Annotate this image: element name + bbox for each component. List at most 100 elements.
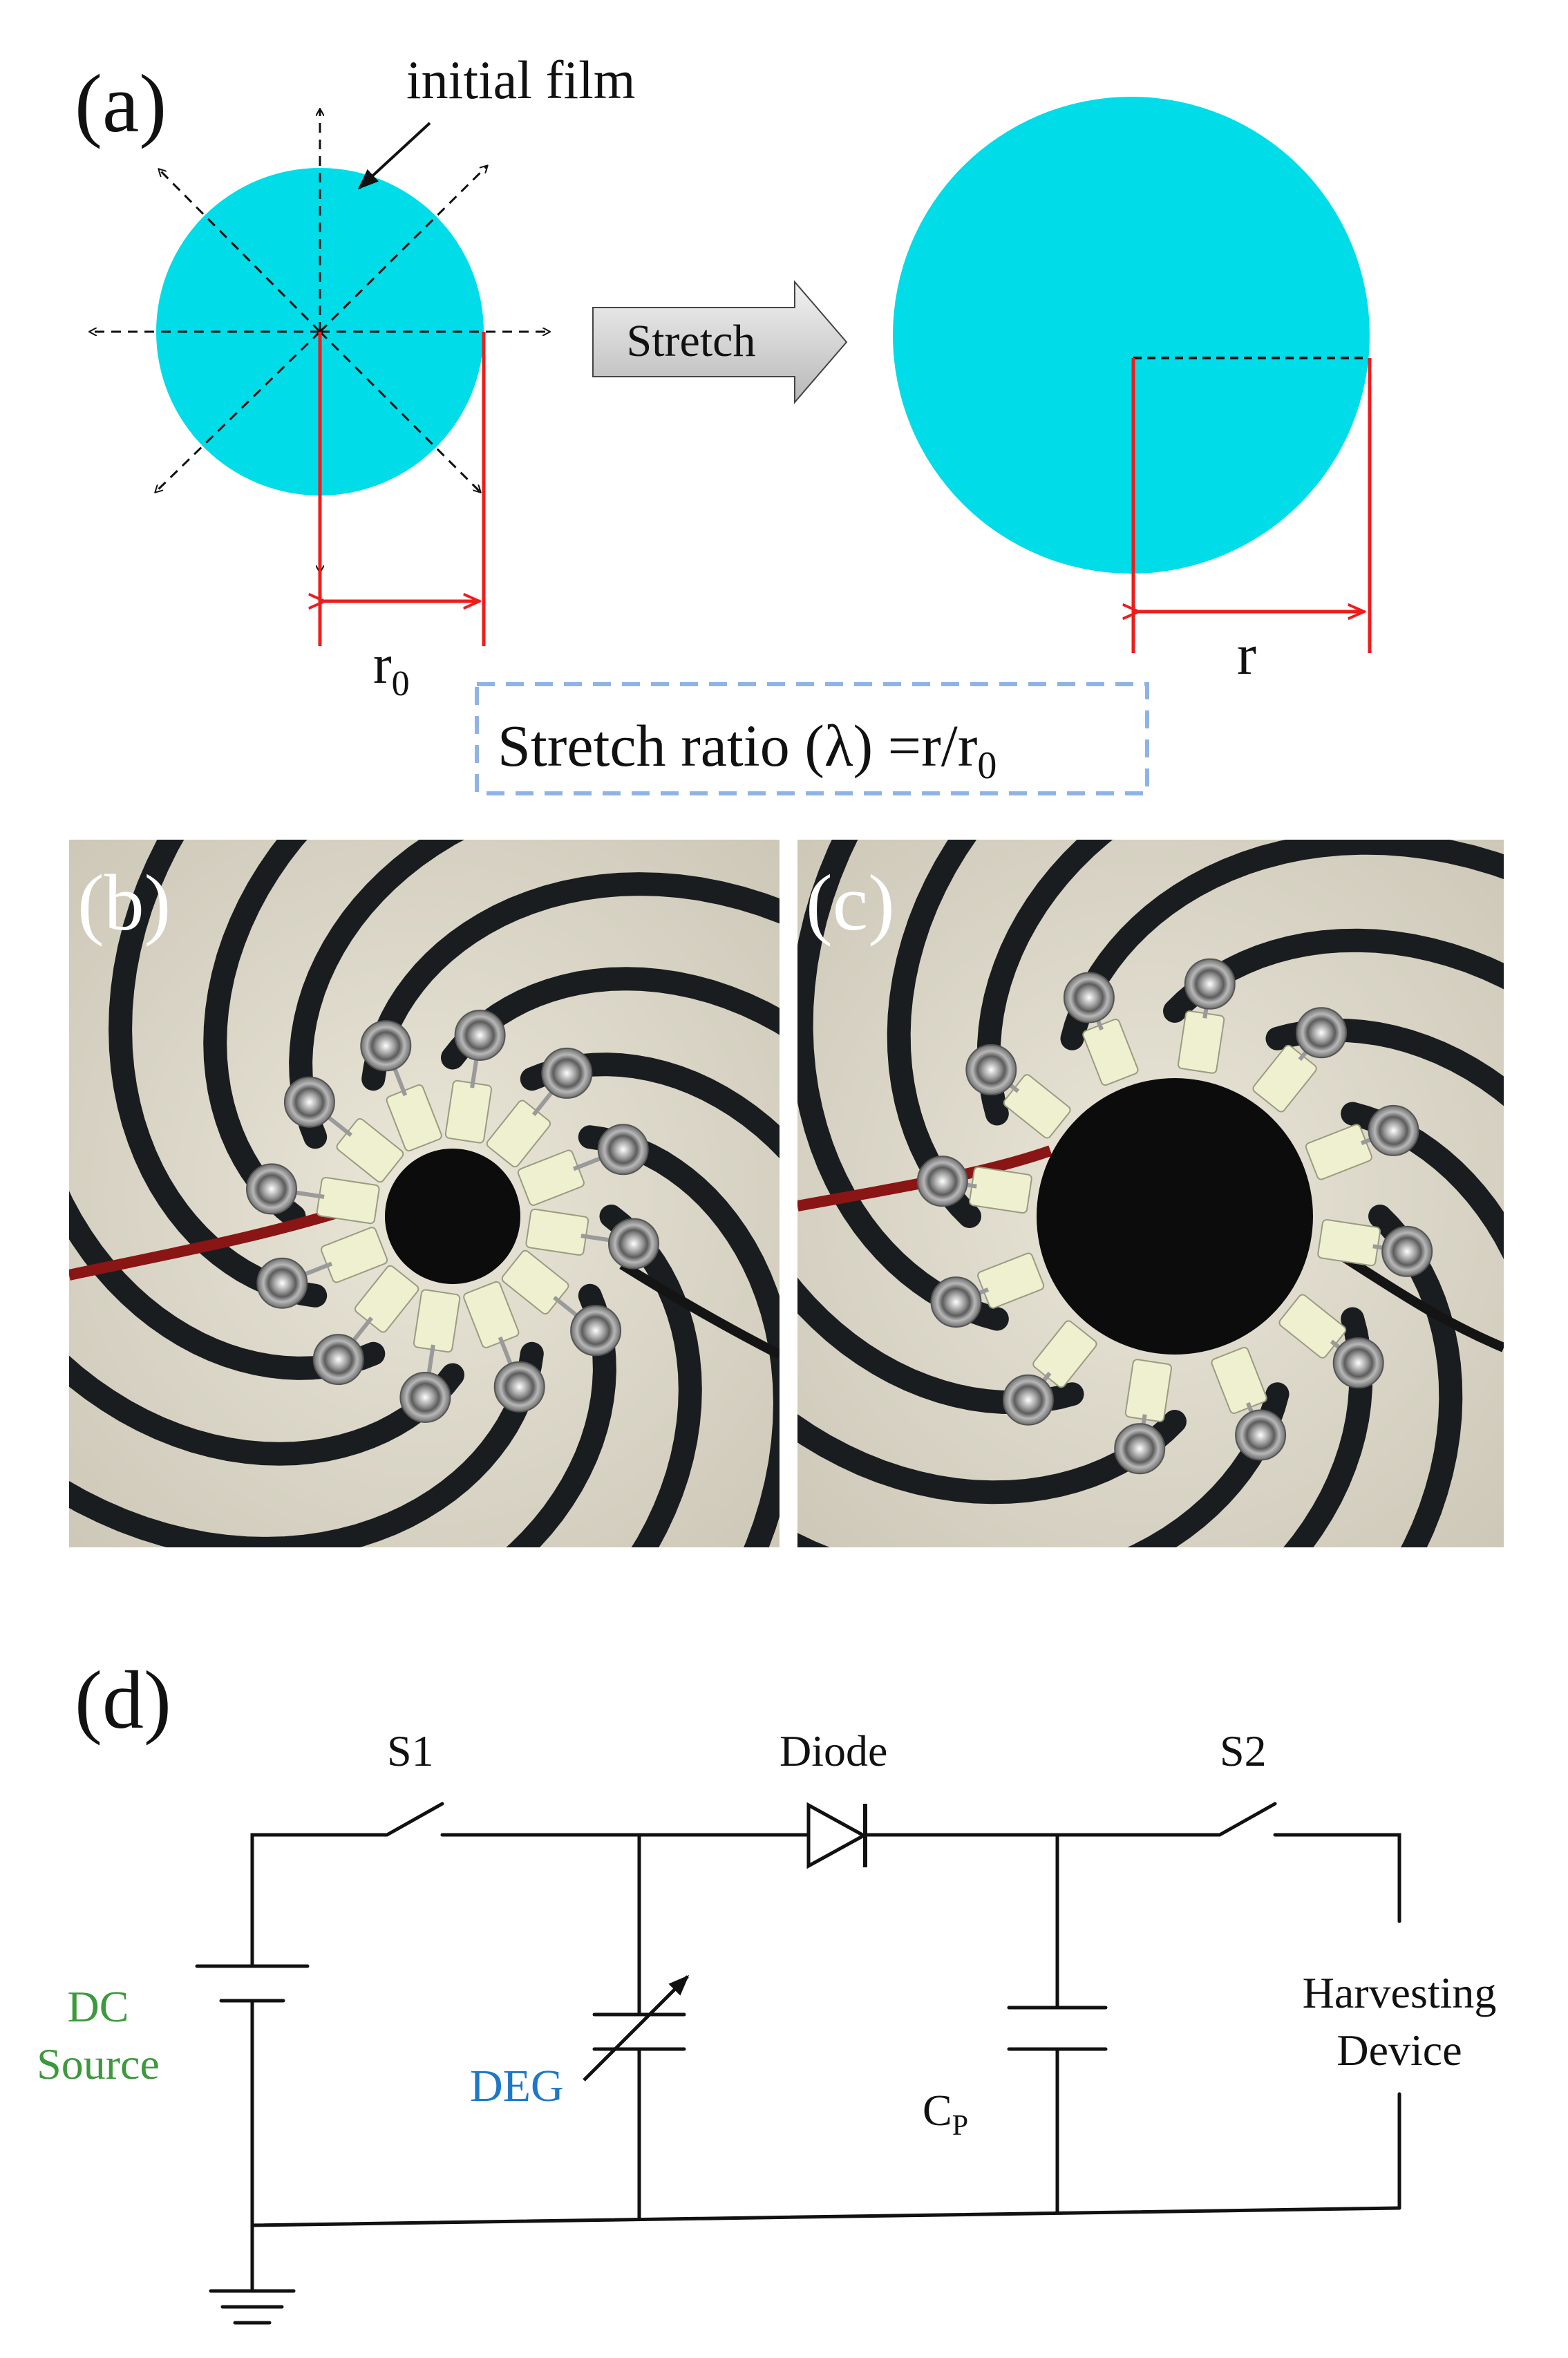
clamp-bolt bbox=[493, 1361, 545, 1413]
clamp-bolt bbox=[570, 1305, 622, 1357]
initial-film-label: initial film bbox=[406, 50, 635, 110]
clamp-block bbox=[316, 1176, 380, 1225]
clamp-block bbox=[1317, 1218, 1381, 1267]
stretch-arrow: Stretch bbox=[592, 280, 848, 404]
deg-film-large bbox=[1037, 1078, 1313, 1355]
initial-film-pointer bbox=[357, 122, 431, 190]
spiral-arm bbox=[797, 1277, 1084, 1415]
spiral-arm bbox=[1341, 1102, 1504, 1260]
radial-arrow-down-right bbox=[319, 330, 480, 492]
radial-arrow-down-left bbox=[155, 330, 321, 492]
spiral-arm bbox=[69, 1341, 544, 1547]
panel-a: (a) initial film r0 Stretch bbox=[75, 50, 1372, 795]
clamp-bolt bbox=[312, 1334, 364, 1386]
diode-label: Diode bbox=[780, 1726, 887, 1775]
spiral-arms-b bbox=[69, 840, 780, 1547]
probe-lead-black-c bbox=[1331, 1247, 1504, 1352]
clamp-bolt bbox=[360, 1020, 412, 1072]
cp-label: CP bbox=[923, 2086, 968, 2142]
clamp-block bbox=[525, 1208, 589, 1256]
clamp-bolt bbox=[608, 1218, 659, 1270]
spiral-arm bbox=[976, 840, 1113, 1126]
spiral-arm bbox=[797, 1382, 1290, 1547]
spiral-arm bbox=[887, 840, 981, 1228]
clamp-block bbox=[444, 1079, 493, 1144]
clamp-bolt bbox=[916, 1156, 968, 1207]
switch-s2-blade bbox=[1218, 1802, 1277, 1837]
radial-arrow-up-left bbox=[159, 169, 321, 333]
clamp-bolt bbox=[1368, 1104, 1419, 1156]
clamp-bolt bbox=[399, 1372, 451, 1423]
clamp-bolt bbox=[541, 1047, 593, 1099]
stretch-ratio-box bbox=[475, 682, 1149, 795]
stretch-ratio-formula: Stretch ratio (λ) =r/r0 bbox=[498, 713, 996, 787]
spiral-arm bbox=[797, 840, 1009, 1331]
radial-arrow-up-right bbox=[319, 166, 487, 333]
clamp-bolt bbox=[1184, 958, 1236, 1010]
panel-b-label: (b) bbox=[77, 859, 171, 947]
clamps-b bbox=[246, 1010, 659, 1423]
panel-c-photo bbox=[797, 840, 1504, 1547]
panel-c-label: (c) bbox=[806, 859, 895, 947]
spiral-arms-c bbox=[797, 840, 1504, 1547]
clamp-block bbox=[1177, 1010, 1225, 1074]
clamp-bolt bbox=[1063, 972, 1115, 1024]
spiral-arm bbox=[520, 1053, 780, 1159]
panel-d-label: (d) bbox=[75, 1654, 171, 1746]
spiral-arm bbox=[69, 1191, 386, 1380]
clamp-bolt bbox=[597, 1124, 649, 1176]
clamp-bolt bbox=[1332, 1337, 1384, 1389]
r0-dimension bbox=[320, 332, 486, 646]
clamp-bolt bbox=[930, 1276, 982, 1328]
dc-source-label-line2: Source bbox=[37, 2039, 160, 2088]
spiral-arm bbox=[1163, 928, 1504, 1023]
clamp-bolt bbox=[965, 1044, 1017, 1095]
harvesting-label-line2: Device bbox=[1336, 2026, 1462, 2075]
r-label: r bbox=[1237, 623, 1256, 687]
spiral-arm bbox=[441, 967, 780, 1070]
clamp-bolt bbox=[256, 1257, 308, 1309]
clamp-bolt bbox=[1114, 1423, 1166, 1475]
circuit-wires bbox=[195, 1802, 1401, 2325]
s1-label: S1 bbox=[387, 1726, 434, 1775]
clamp-bolt bbox=[283, 1076, 335, 1128]
stretched-film-circle bbox=[893, 97, 1370, 574]
r-dimension bbox=[1133, 358, 1372, 653]
spiral-arm bbox=[1060, 840, 1504, 1050]
spiral-arm bbox=[506, 1283, 616, 1547]
clamps-c bbox=[916, 958, 1433, 1475]
deg-variable-arrow bbox=[583, 1974, 690, 2082]
clamp-block bbox=[1124, 1359, 1173, 1422]
spiral-arm bbox=[599, 1205, 702, 1547]
panel-b-photo bbox=[69, 840, 780, 1547]
clamp-bolt bbox=[1381, 1225, 1433, 1277]
spiral-arm bbox=[1368, 1205, 1463, 1547]
spiral-arm bbox=[797, 1410, 1187, 1505]
probe-lead-black-b bbox=[619, 1261, 780, 1359]
r0-label: r0 bbox=[373, 634, 410, 704]
s2-label: S2 bbox=[1220, 1726, 1267, 1775]
spiral-arm bbox=[578, 1125, 780, 1547]
clamp-bolt bbox=[1002, 1374, 1054, 1426]
dc-source-label-line1: DC bbox=[68, 1982, 129, 2031]
spiral-arm bbox=[361, 872, 780, 1091]
clamp-block bbox=[413, 1289, 461, 1353]
spiral-arm bbox=[1283, 1307, 1373, 1547]
deg-label: DEG bbox=[470, 2061, 564, 2111]
clamp-bolt bbox=[454, 1010, 506, 1061]
diode-symbol bbox=[806, 1802, 868, 1869]
panel-d: (d) bbox=[37, 1654, 1497, 2325]
clamp-bolt bbox=[246, 1163, 297, 1215]
spiral-arm bbox=[203, 840, 308, 1228]
switch-s1-blade bbox=[385, 1802, 444, 1837]
clamp-block bbox=[969, 1166, 1032, 1214]
clamp-bolt bbox=[1235, 1409, 1287, 1461]
deg-film-small bbox=[385, 1149, 520, 1284]
spiral-arm bbox=[1265, 1018, 1504, 1106]
spiral-arm bbox=[69, 1355, 464, 1466]
harvesting-label-line1: Harvesting bbox=[1303, 1968, 1497, 2017]
spiral-arm bbox=[289, 840, 464, 1149]
stretch-label: Stretch bbox=[627, 316, 756, 366]
clamp-bolt bbox=[1296, 1007, 1348, 1059]
